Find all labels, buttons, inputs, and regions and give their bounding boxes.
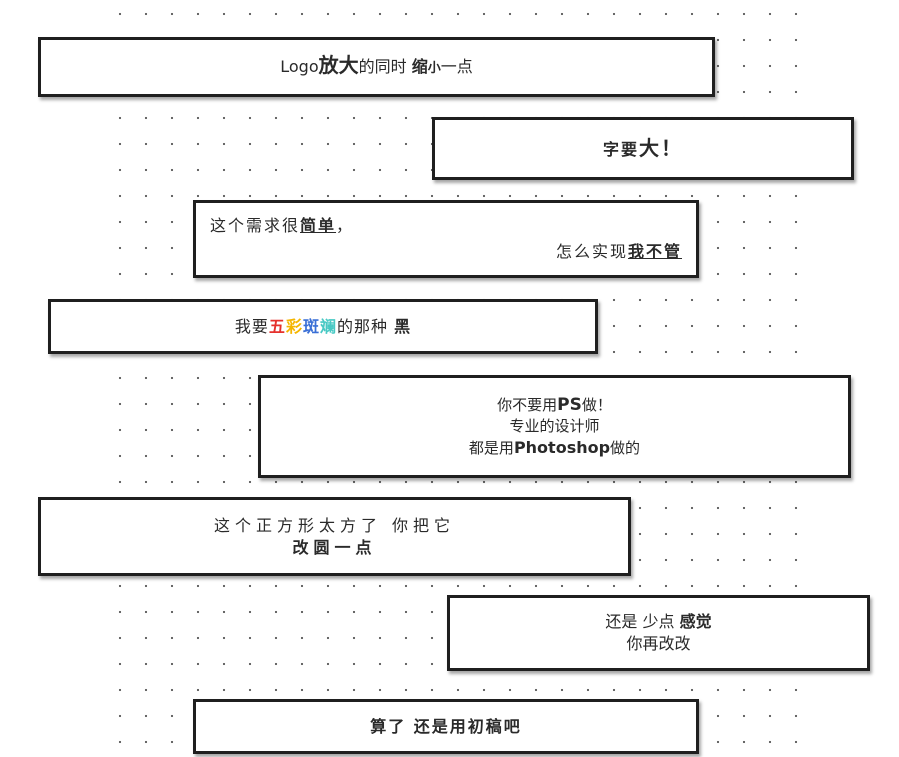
card-big-text-request: 字要大！ [432,117,854,180]
text-emphasis: 感觉 [679,612,712,631]
card-photoshop: 你不要用PS做！ 专业的设计师 都是用Photoshop做的 [258,375,851,478]
text-segment: 这个需求很 [210,216,301,235]
card-line-2: 你再改改 [626,634,691,653]
text-emphasis: 简单 [300,216,337,235]
card-logo-request: Logo放大的同时 缩小一点 [38,37,715,97]
text-emphasis: 我不管 [627,242,682,261]
card-line-3: 都是用Photoshop做的 [469,437,640,459]
card-lack-feeling: 还是 少点 感觉 你再改改 [447,595,870,671]
text-small: 小 [427,61,441,76]
card-colorful-black: 我要五彩斑斓的那种 黑 [48,299,598,354]
text-segment: 做！ [581,395,612,414]
card-line-2: 专业的设计师 [509,416,600,435]
card-use-first-draft: 算了 还是用初稿吧 [193,699,699,754]
text-segment: 的那种 [336,316,395,336]
card-line-2: 改圆一点 [292,537,377,557]
rainbow-char-teal: 斓 [319,316,337,336]
card-text: 算了 还是用初稿吧 [370,716,522,736]
card-line-1: 还是 少点 感觉 [605,611,711,633]
text-emphasis: Photoshop [513,437,611,457]
text-emphasis: 放大 [318,53,359,77]
card-line-1: 这个正方形太方了 你把它 [213,515,456,535]
text-emphasis: 缩 [411,57,428,76]
text-segment: 一点 [440,57,473,76]
card-text: 我要五彩斑斓的那种 黑 [235,316,411,338]
rainbow-char-red: 五 [268,316,286,336]
text-segment: Logo [280,57,319,76]
card-text: Logo放大的同时 缩小一点 [280,54,473,80]
text-segment: 的同时 [358,57,412,76]
text-segment: 字要 [602,139,639,159]
card-simple-requirement: 这个需求很简单， 怎么实现我不管 [193,200,699,278]
text-segment: 怎么实现 [555,242,628,261]
text-segment: 做的 [610,438,641,457]
rainbow-char-yellow: 彩 [285,316,303,336]
text-segment: 你不要用 [497,395,558,414]
card-line-1: 你不要用PS做！ [497,395,612,416]
text-emphasis: 黑 [394,316,412,336]
text-emphasis: PS [557,394,582,415]
card-text: 字要大！ [603,137,683,161]
text-segment: 还是 少点 [605,612,680,631]
text-segment: 都是用 [468,438,514,457]
rainbow-char-blue: 斑 [302,316,320,336]
text-segment: 我要 [234,316,269,336]
text-segment: ， [336,216,355,235]
card-line-1: 这个需求很简单， [210,215,682,237]
card-line-2: 怎么实现我不管 [210,241,682,263]
card-square-too-square: 这个正方形太方了 你把它 改圆一点 [38,497,631,576]
text-emphasis: 大！ [639,135,683,160]
